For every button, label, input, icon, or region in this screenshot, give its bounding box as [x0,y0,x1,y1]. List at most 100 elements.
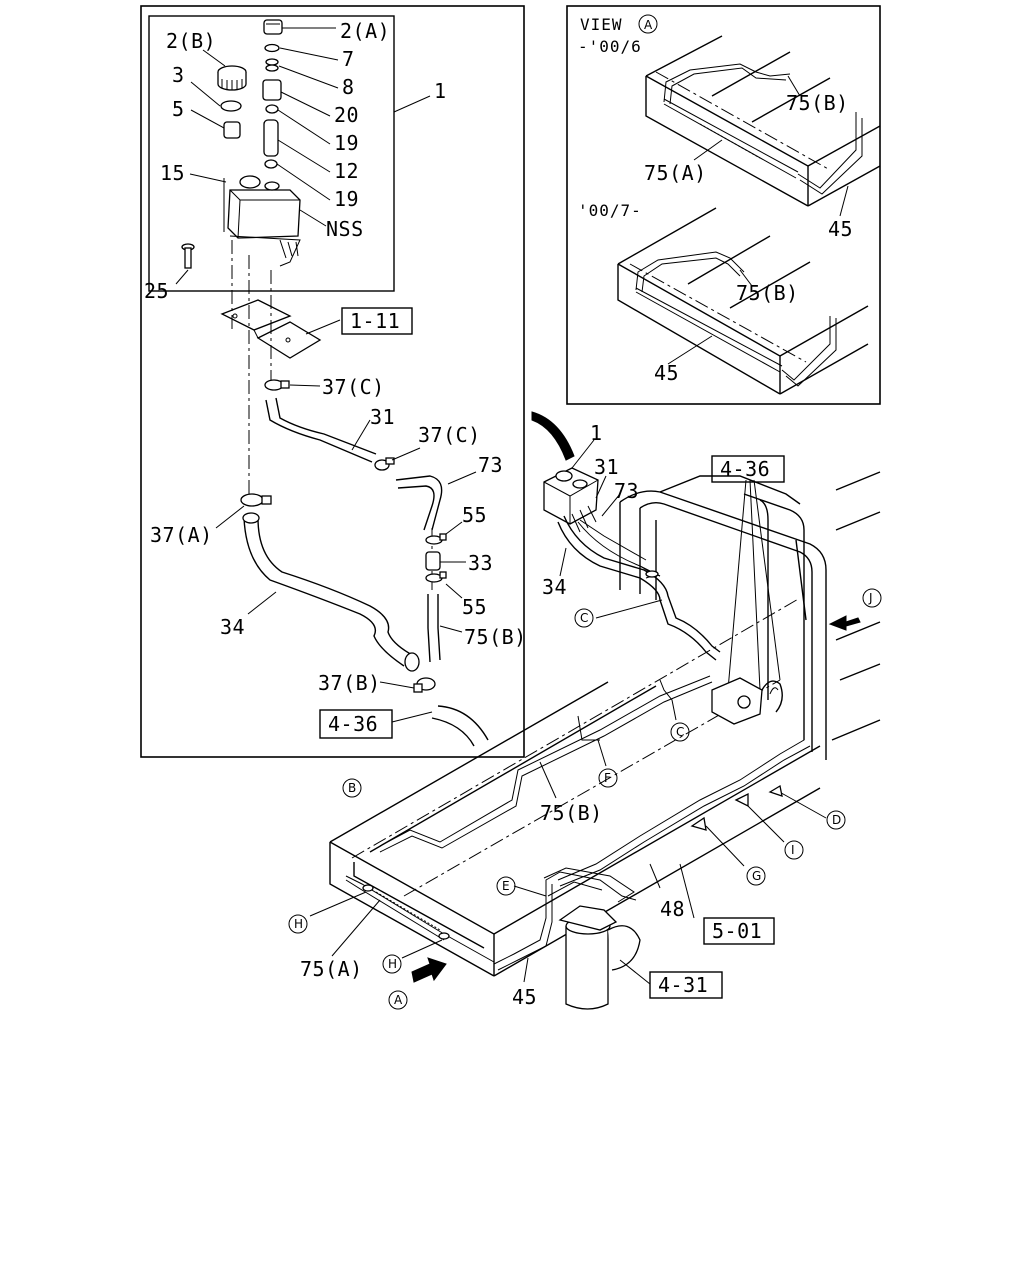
connector-33 [425,551,441,571]
label-34-main: 34 [542,575,567,599]
label-75b-view1: 75(B) [786,91,849,115]
pipe-75a-coil [345,875,495,963]
pipe-75b-main [379,675,711,847]
svg-text:A: A [394,993,403,1007]
label-15: 15 [160,161,185,185]
label-34-exploded: 34 [220,615,245,639]
label-45-view2: 45 [654,361,679,385]
ref-box-5-01: 5-01 [703,917,775,945]
spring-8 [265,58,279,72]
view-a-title-letter: A [644,18,653,32]
svg-text:H: H [294,917,303,931]
label-7: 7 [342,47,355,71]
cab-frame-structure [619,471,881,760]
view-a-period-after: '00/7- [578,201,642,220]
label-48: 48 [660,897,685,921]
marker-d: D [826,810,846,830]
o-ring-19a [265,104,279,114]
marker-f: F [598,768,618,788]
label-37c-second: 37(C) [418,423,481,447]
label-25: 25 [144,279,169,303]
view-a-frame-drawing-after [617,207,869,395]
label-45-view1: 45 [828,217,853,241]
cap-2b [217,65,247,91]
pipe-34-main [557,521,717,661]
label-19-top: 19 [334,131,359,155]
clamp-37b [413,677,436,693]
clamp-55-2 [425,571,447,583]
clamp-37c-1 [264,379,290,391]
marker-a-main: A [388,990,408,1010]
label-75a-view1: 75(A) [644,161,707,185]
marker-b: B [342,778,362,798]
label-19-bottom: 19 [334,187,359,211]
adapter-5 [223,121,241,139]
svg-text:F: F [604,771,611,785]
label-31-exploded: 31 [370,405,395,429]
marker-e: E [496,876,516,896]
svg-text:E: E [502,879,510,893]
marker-j: J [862,588,882,608]
view-a-arrow [411,957,447,983]
seal-7 [264,43,280,53]
label-31-main: 31 [594,455,619,479]
mount-bracket [220,299,322,359]
hose-34 [243,517,405,667]
label-5: 5 [172,97,185,121]
pipe-48 [557,730,805,881]
reservoir-tank [223,175,301,267]
label-1-main: 1 [590,421,603,445]
view-a-period-before: -'00/6 [578,37,642,56]
hose-75b-short [427,594,431,663]
svg-text:D: D [832,813,841,827]
label-37a: 37(A) [150,523,213,547]
marker-i: I [784,840,804,860]
view-a-frame [566,5,881,405]
marker-g: G [746,866,766,886]
filter-20 [262,79,282,101]
label-1-exploded: 1 [434,79,447,103]
svg-text:I: I [791,843,795,857]
filler-cap-2a [263,19,283,35]
label-37b: 37(B) [318,671,381,695]
svg-text:4-36: 4-36 [720,457,770,481]
ref-box-4-36-exploded: 4-36 [319,709,393,739]
label-75a-main: 75(A) [300,957,363,981]
clamp-37c-2 [374,457,395,471]
svg-text:J: J [868,591,873,605]
svg-text:G: G [752,869,761,883]
seal-3 [220,100,242,112]
pipe-45-main [493,871,637,965]
svg-text:4-36: 4-36 [328,712,378,736]
hose-73 [395,475,443,531]
label-55-bottom: 55 [462,595,487,619]
label-75b-exploded: 75(B) [464,625,527,649]
ref-box-4-36-main: 4-36 [711,455,785,483]
o-ring-19b [264,159,278,169]
view-a-title-marker [638,14,658,34]
label-3: 3 [172,63,185,87]
label-2b: 2(B) [166,29,216,53]
view-a-title: VIEW [580,15,623,34]
marker-c-lower: C [670,722,690,742]
ref-box-1-11: 1-11 [341,307,413,335]
label-8: 8 [342,75,355,99]
marker-h-left: H [288,914,308,934]
clamp-55-1 [425,533,447,545]
label-75b-main: 75(B) [540,801,603,825]
bolt-25 [181,243,195,269]
booster-unit [711,677,783,725]
exploded-view-frame [140,5,525,758]
label-75b-view2: 75(B) [736,281,799,305]
tube-12 [263,119,279,157]
label-55-top: 55 [462,503,487,527]
main-reservoir-tank [543,467,599,533]
label-73-exploded: 73 [478,453,503,477]
marker-c-upper: C [574,608,594,628]
svg-text:5-01: 5-01 [712,919,762,943]
svg-text:H: H [388,957,397,971]
label-73-main: 73 [614,479,639,503]
hose-31 [265,399,373,463]
label-2a: 2(A) [340,19,390,43]
